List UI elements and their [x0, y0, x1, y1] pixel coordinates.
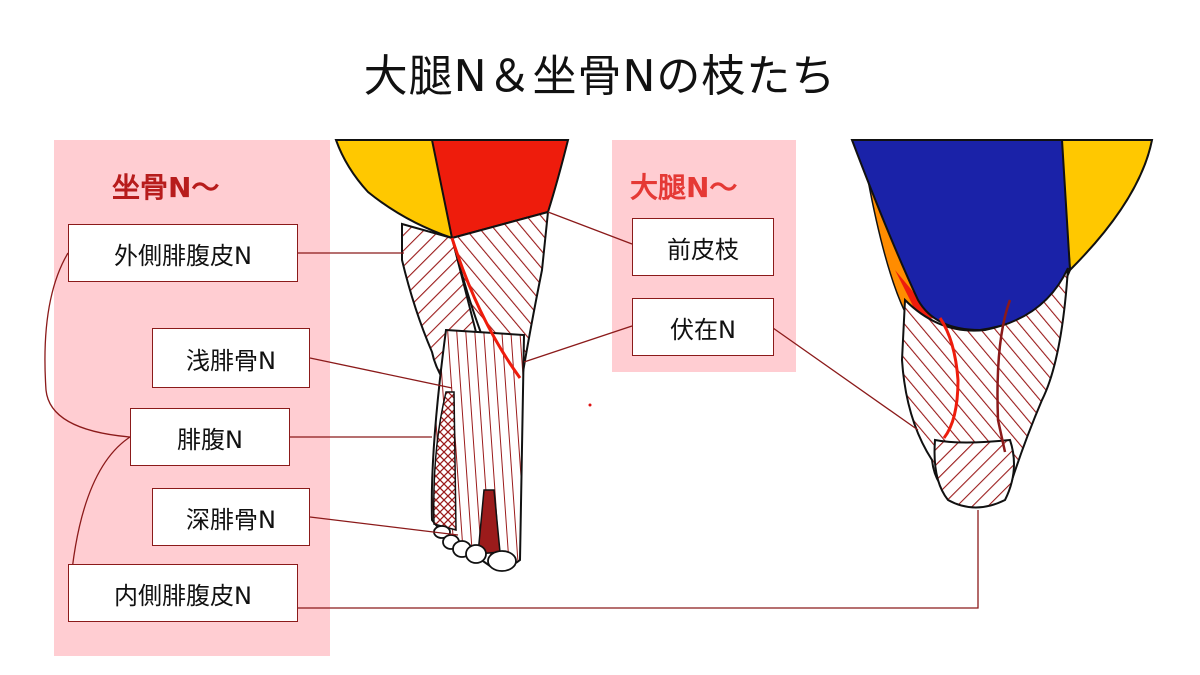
- stray-dot: [588, 403, 592, 407]
- label-sural-nerve: 腓腹N: [130, 408, 290, 466]
- label-saphenous-nerve: 伏在N: [632, 298, 774, 356]
- label-anterior-cutaneous-branch: 前皮枝: [632, 218, 774, 276]
- label-medial-sural-cutaneous-nerve: 内側腓腹皮N: [68, 564, 298, 622]
- label-deep-peroneal-nerve: 深腓骨N: [152, 488, 310, 546]
- back-leg: [850, 139, 1154, 509]
- label-lateral-sural-cutaneous-nerve: 外側腓腹皮N: [68, 224, 298, 282]
- femoral-heading: 大腿N〜: [630, 171, 738, 204]
- page-title: 大腿N＆坐骨Nの枝たち: [363, 51, 837, 102]
- label-superficial-peroneal-nerve: 浅腓骨N: [152, 328, 310, 388]
- leader-lines: [44, 211, 979, 609]
- front-leg: [334, 139, 570, 572]
- sciatic-heading: 坐骨N〜: [112, 171, 220, 204]
